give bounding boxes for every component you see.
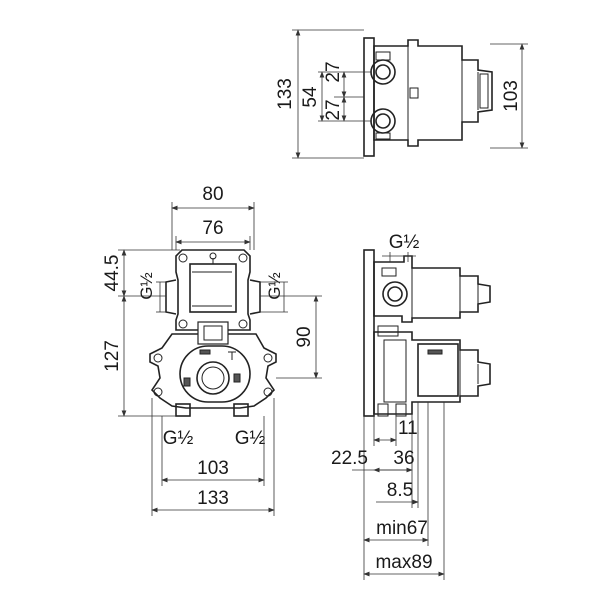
front-port-bottom-right: G½ — [235, 428, 266, 449]
top-view: 133 54 27 27 103 — [275, 29, 528, 159]
front-bottom-port-right — [233, 403, 249, 417]
front-view: 80 76 44.5 G½ G½ 127 90 G½ G½ — [102, 184, 322, 516]
top-dim-103: 103 — [501, 80, 522, 112]
front-dim-103: 103 — [197, 458, 229, 479]
front-upper-housing — [175, 249, 251, 331]
side-view: G½ 11 22.5 36 8.5 min67 max89 — [331, 232, 491, 580]
side-upper-port — [382, 281, 408, 307]
front-port-bottom-left: G½ — [163, 428, 194, 449]
front-upper-cartridge — [189, 263, 237, 313]
front-dim-80: 80 — [202, 184, 223, 205]
side-port-top: G½ — [389, 232, 420, 253]
front-port-upper-right: G½ — [265, 272, 284, 299]
side-dim-36: 36 — [393, 448, 414, 469]
side-dim-8-5: 8.5 — [387, 480, 413, 501]
side-upper-body — [373, 255, 491, 323]
top-body-outline — [373, 39, 493, 147]
side-dim-22-5: 22.5 — [331, 448, 368, 469]
front-port-upper-left: G½ — [137, 272, 156, 299]
top-mount-plate — [363, 37, 375, 157]
side-mount-plate — [363, 249, 375, 417]
side-dim-11: 11 — [398, 418, 418, 439]
top-dim-27-lower: 27 — [323, 99, 344, 120]
side-lower-cartridge — [417, 343, 459, 397]
front-dim-90: 90 — [294, 326, 315, 347]
front-dim-127: 127 — [102, 340, 123, 372]
front-lower-housing — [149, 333, 277, 409]
side-lower-body — [373, 331, 491, 415]
top-dim-133: 133 — [275, 78, 296, 110]
front-dim-76: 76 — [202, 218, 223, 239]
front-dim-44-5: 44.5 — [102, 255, 123, 292]
top-dim-54: 54 — [300, 86, 321, 108]
side-dim-min67: min67 — [376, 518, 428, 539]
front-bottom-port-left — [175, 403, 191, 417]
front-dim-133: 133 — [197, 488, 229, 509]
front-lower-cartridge — [179, 345, 251, 403]
front-lower-spindle — [196, 361, 230, 395]
side-dim-max89: max89 — [375, 552, 432, 573]
top-dim-27-upper: 27 — [323, 61, 344, 82]
